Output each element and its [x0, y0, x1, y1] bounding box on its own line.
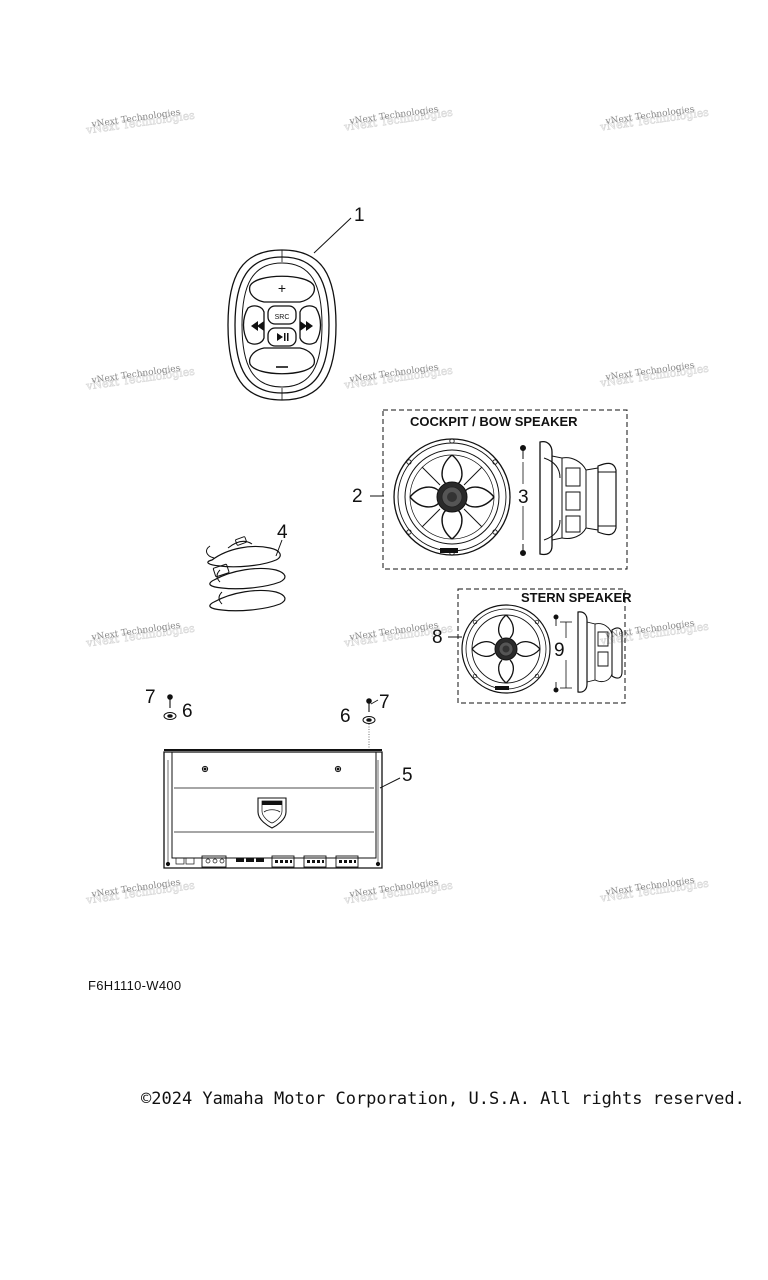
remote-bezel	[241, 262, 323, 388]
callout-1: 1	[354, 205, 365, 226]
speaker-8-side-view	[577, 611, 623, 693]
remote-control[interactable]: + SRC	[227, 249, 337, 401]
leader-4	[275, 539, 283, 557]
stern-speaker-box	[457, 588, 626, 704]
copyright-notice: ©2024 Yamaha Motor Corporation, U.S.A. A…	[141, 1089, 745, 1109]
watermark: vNext Technologies vNext Technologies	[598, 619, 710, 649]
washer-6-right	[362, 716, 376, 752]
wire-harness-4[interactable]	[206, 536, 286, 612]
watermark: vNext Technologies vNext Technologies	[598, 876, 710, 906]
watermark: vNext Technologies vNext Technologies	[342, 105, 454, 135]
mode-button-label: SRC	[275, 314, 290, 321]
callout-7-left: 7	[145, 687, 156, 708]
brand-shield-icon	[257, 797, 287, 829]
rewind-icon	[251, 321, 264, 331]
watermark: vNext Technologies vNext Technologies	[342, 878, 454, 908]
fast-forward-icon	[300, 321, 313, 331]
callout-6-right: 6	[340, 706, 351, 727]
callout-2: 2	[352, 486, 363, 507]
callout-3: 3	[518, 487, 529, 508]
callout-9: 9	[554, 640, 565, 661]
amplifier-5[interactable]	[163, 749, 383, 869]
watermark: vNext Technologies vNext Technologies	[84, 364, 196, 394]
stern-speaker-title: STERN SPEAKER	[521, 590, 632, 605]
washer-6-left	[163, 712, 177, 720]
cockpit-bow-speaker-title: COCKPIT / BOW SPEAKER	[410, 414, 578, 429]
cockpit-bow-speaker-box	[382, 409, 628, 570]
plus-icon: +	[278, 280, 286, 296]
screw-9	[553, 614, 572, 693]
speaker-8[interactable]	[461, 604, 551, 694]
volume-down-button[interactable]	[248, 347, 316, 375]
speaker-2-side-view	[539, 440, 617, 556]
previous-track-button[interactable]	[242, 305, 265, 345]
leader-1	[313, 217, 352, 254]
callout-5: 5	[402, 765, 413, 786]
screw-3	[520, 445, 526, 556]
speaker-2[interactable]	[393, 438, 511, 556]
screw-7-left	[167, 694, 173, 708]
volume-up-button[interactable]	[248, 275, 316, 303]
watermark: vNext Technologies vNext Technologies	[342, 363, 454, 393]
callout-7-right: 7	[379, 692, 390, 713]
callout-8: 8	[432, 627, 443, 648]
watermark: vNext Technologies vNext Technologies	[598, 361, 710, 391]
watermark: vNext Technologies vNext Technologies	[84, 621, 196, 651]
remote-outer-shell	[227, 249, 337, 401]
play-pause-button[interactable]	[267, 327, 297, 347]
callout-6-left: 6	[182, 701, 193, 722]
watermark: vNext Technologies vNext Technologies	[84, 878, 196, 908]
leader-5	[379, 777, 401, 789]
mode-button[interactable]	[267, 305, 297, 325]
next-track-button[interactable]	[299, 305, 322, 345]
drawing-code: F6H1110-W400	[88, 978, 182, 993]
screw-7-right	[366, 698, 379, 712]
watermark: vNext Technologies vNext Technologies	[84, 108, 196, 138]
remote-inner-shell	[234, 256, 330, 394]
watermark: vNext Technologies vNext Technologies	[598, 105, 710, 135]
play-pause-icon	[277, 333, 289, 341]
callout-4: 4	[277, 522, 288, 543]
